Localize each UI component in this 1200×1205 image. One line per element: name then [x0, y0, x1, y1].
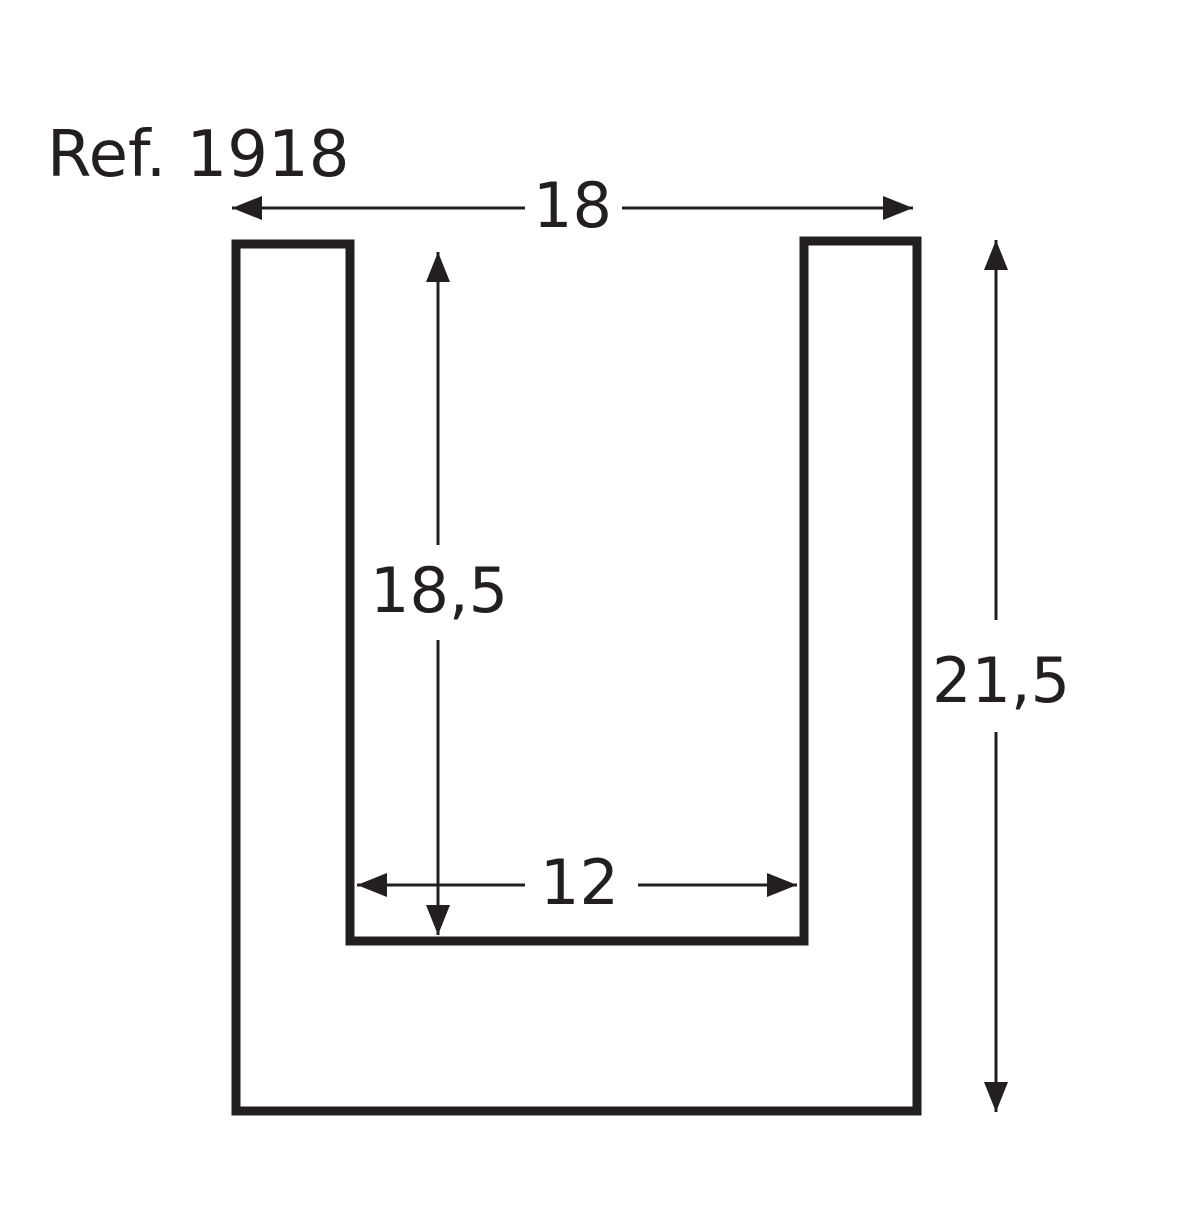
outer-height-dimension [984, 240, 1008, 1112]
inner-width-label: 12 [540, 846, 619, 919]
inner-depth-label: 18,5 [370, 554, 509, 627]
reference-title: Ref. 1918 [47, 118, 350, 192]
inner-width-dimension [357, 873, 797, 897]
outer-width-dimension [232, 196, 913, 220]
outer-width-label: 18 [533, 169, 612, 242]
u-channel-profile [231, 236, 922, 1116]
outer-height-label: 21,5 [932, 644, 1071, 717]
